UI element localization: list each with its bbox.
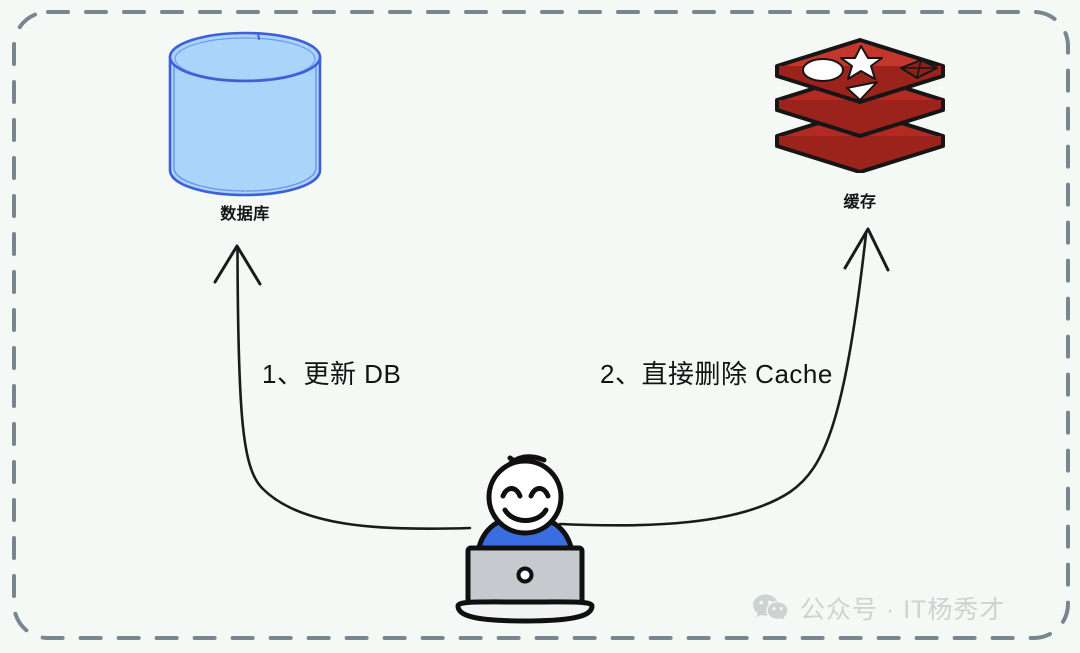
cache-label: 缓存 bbox=[843, 194, 877, 211]
step-1-label: 1、更新 DB bbox=[262, 359, 402, 389]
watermark-text: 公众号 · IT杨秀才 bbox=[800, 596, 1006, 624]
person-at-laptop-icon bbox=[455, 454, 595, 624]
database-label: 数据库 bbox=[220, 206, 270, 223]
redis-stack-icon bbox=[775, 38, 945, 173]
watermark: 公众号 · IT杨秀才 bbox=[752, 590, 1005, 626]
step-2-label: 2、直接删除 Cache bbox=[600, 359, 833, 389]
database-cylinder-icon bbox=[168, 31, 322, 197]
wechat-icon bbox=[752, 593, 790, 623]
